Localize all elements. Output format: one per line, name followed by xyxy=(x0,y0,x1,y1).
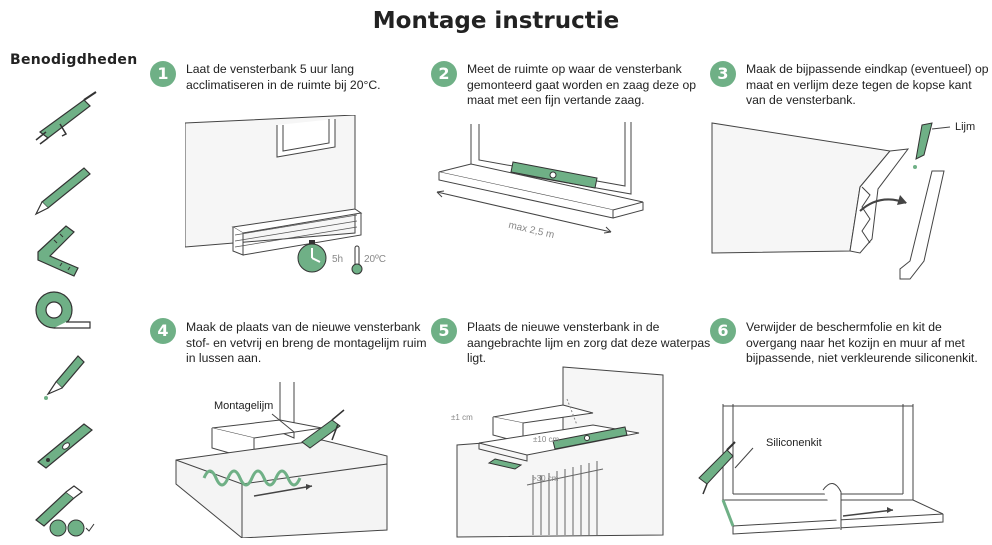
glue-bottle-icon xyxy=(44,355,85,400)
thermometer-icon xyxy=(351,245,363,275)
step-3-text: Maak de bijpassende eindkap (eventueel) … xyxy=(746,62,989,107)
saw-icon xyxy=(35,485,95,537)
step-4-text: Maak de plaats van de nieuwe vensterbank… xyxy=(186,320,427,365)
step-4-glue-label: Montagelijm xyxy=(214,400,274,412)
step-4-illustration xyxy=(175,382,388,538)
step-3-glue-label: Lijm xyxy=(955,121,976,133)
step-1-badge: 1 xyxy=(150,61,176,87)
step-1-illustration xyxy=(185,115,363,256)
square-ruler-icon xyxy=(37,225,79,277)
step-5-label-c: >30 cm xyxy=(532,474,559,483)
tape-measure-icon xyxy=(35,291,91,329)
step-6-badge: 6 xyxy=(710,318,736,344)
step-6-kit-label: Siliconenkit xyxy=(766,437,822,449)
step-2-badge: 2 xyxy=(431,61,457,87)
step-6-text: Verwijder de beschermfolie en kit de ove… xyxy=(746,320,978,365)
stopwatch-icon xyxy=(297,240,327,273)
step-3-badge: 3 xyxy=(710,61,736,87)
tools-heading: Benodigdheden xyxy=(10,52,138,68)
step-5-badge: 5 xyxy=(431,318,457,344)
step-1-text: Laat de vensterbank 5 uur lang acclimati… xyxy=(186,62,381,92)
step-2-text: Meet de ruimte op waar de vensterbank ge… xyxy=(467,62,697,107)
step-4-badge: 4 xyxy=(150,318,176,344)
caulk-gun-icon xyxy=(35,91,97,145)
step-6-illustration xyxy=(698,404,944,535)
spirit-level-icon xyxy=(37,423,93,469)
step-2-illustration xyxy=(436,122,644,234)
step-5-label-b: ±10 cm xyxy=(533,435,560,444)
step-3-illustration xyxy=(711,122,951,280)
step-5-text: Plaats de nieuwe vensterbank in de aange… xyxy=(467,320,711,365)
step-5-label-a: ±1 cm xyxy=(451,413,473,422)
step-1-time: 5h xyxy=(332,254,344,265)
pencil-icon xyxy=(34,167,91,216)
step-5-illustration xyxy=(456,366,664,538)
step-1-temp: 20ºC xyxy=(364,254,386,265)
page-title: Montage instructie xyxy=(372,8,620,34)
